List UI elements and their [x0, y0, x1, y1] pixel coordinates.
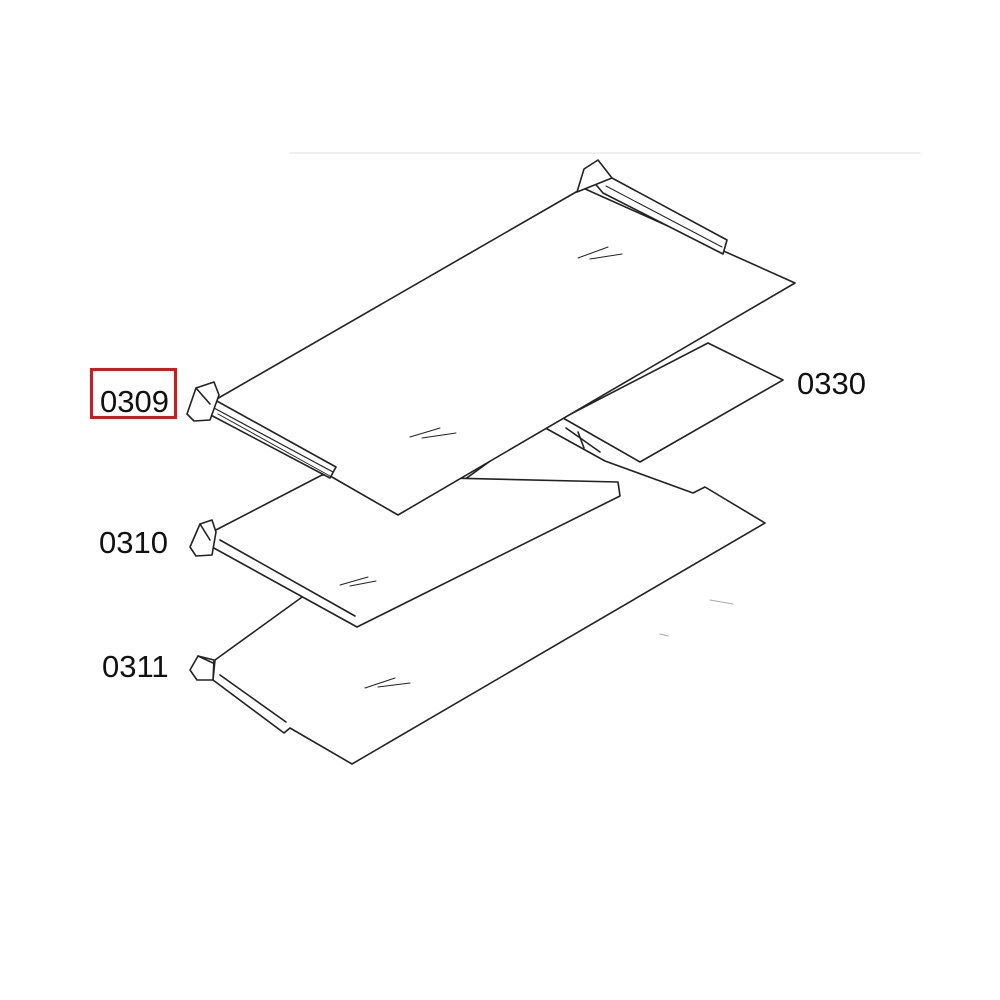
callout-0309: 0309 [100, 384, 169, 419]
callout-0310: 0310 [99, 525, 168, 560]
callout-0311: 0311 [102, 649, 169, 684]
callout-0330: 0330 [797, 366, 866, 401]
shelf-0310 [189, 474, 621, 628]
shelf-0330 [562, 342, 784, 463]
shelf-0311 [189, 424, 766, 765]
callout-0309-highlight-box [90, 368, 177, 419]
shelf-0309 [186, 159, 796, 516]
